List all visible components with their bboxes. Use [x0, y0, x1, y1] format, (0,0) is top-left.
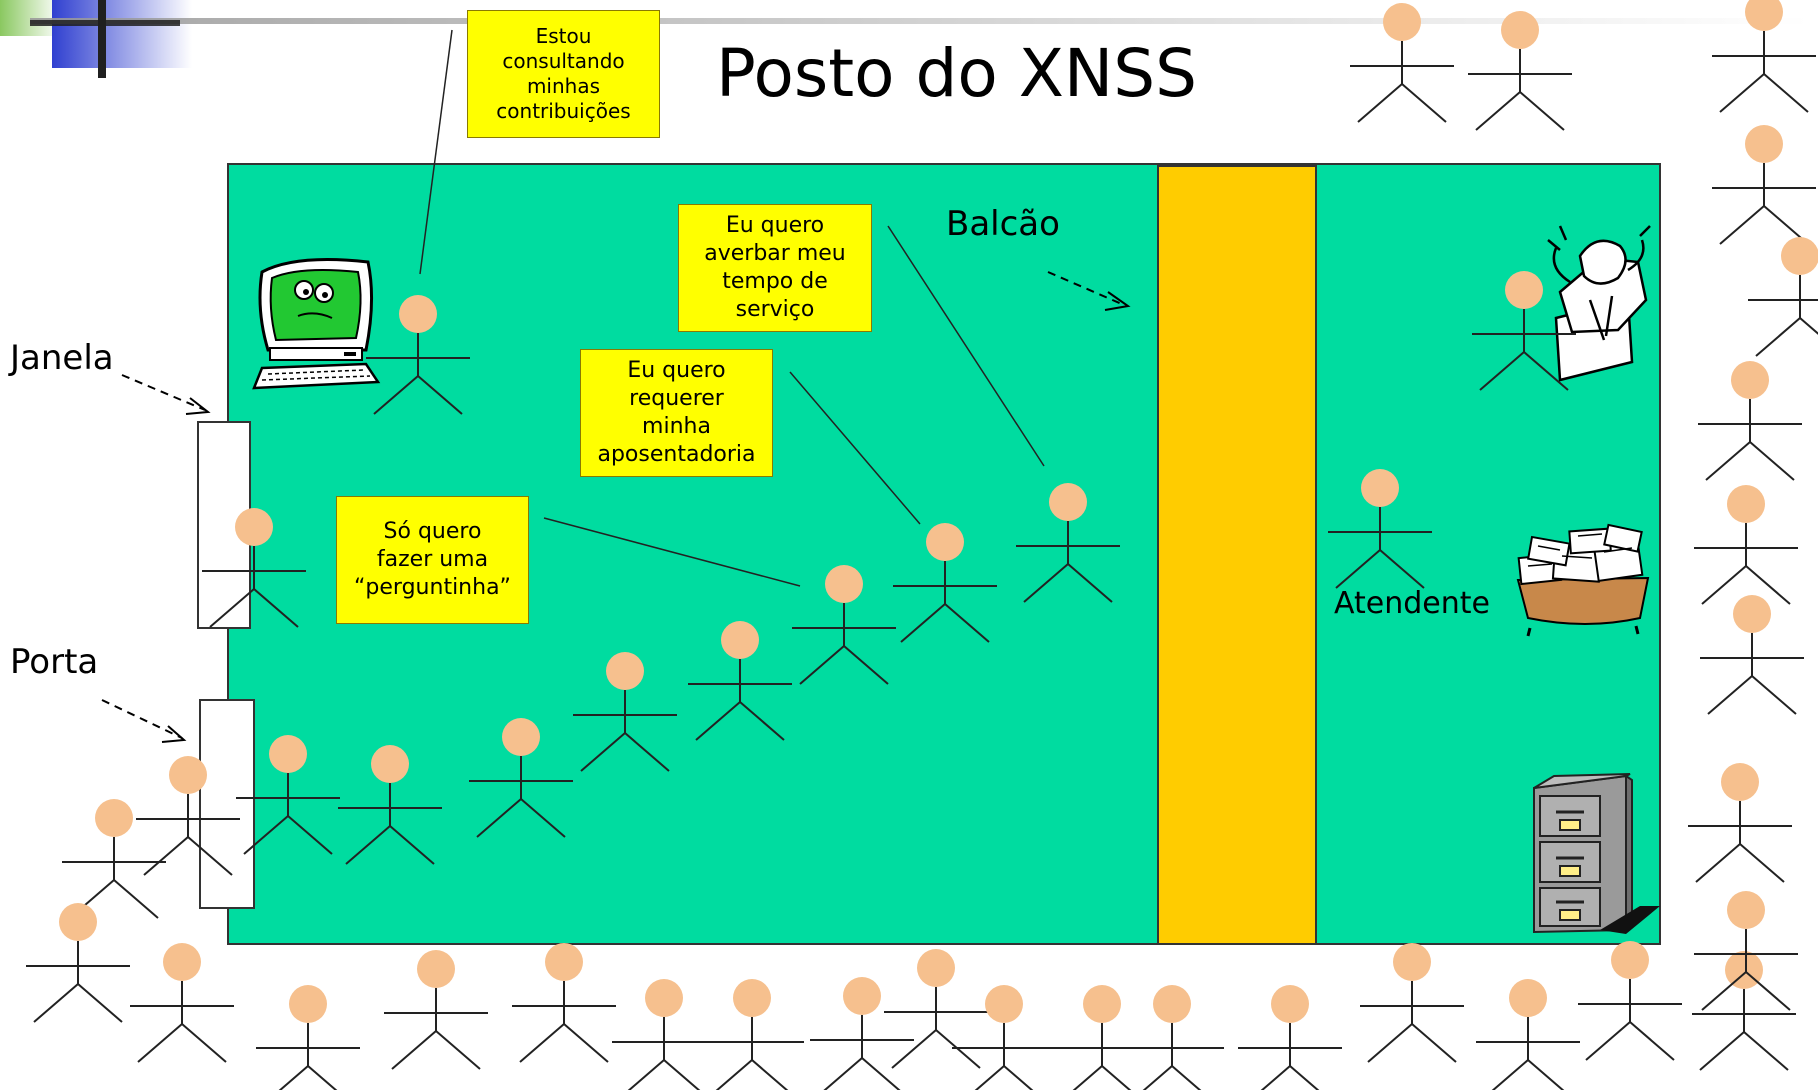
stick-figure	[792, 565, 896, 685]
stick-figure	[1698, 361, 1802, 481]
stick-figure	[1578, 941, 1682, 1061]
page-title: Posto do XNSS	[716, 35, 1198, 112]
bubble-perguntinha: Só quero fazer uma “perguntinha”	[336, 496, 529, 624]
stick-figure	[1712, 0, 1816, 113]
stick-figure	[469, 718, 573, 838]
balcao-arrow	[1047, 271, 1131, 311]
stick-figure	[202, 508, 306, 628]
stick-figure	[1700, 595, 1804, 715]
computer-icon	[252, 258, 381, 390]
label-atendente: Atendente	[1334, 586, 1490, 621]
bubble-consultando: Estou consultando minhas contribuições	[467, 10, 660, 138]
stick-figure	[366, 295, 470, 415]
stick-figure	[1712, 125, 1816, 245]
janela-arrow	[121, 374, 211, 415]
door-porta	[199, 699, 255, 909]
stick-figure	[1050, 985, 1154, 1090]
stick-figure	[1350, 3, 1454, 123]
stick-figure	[893, 523, 997, 643]
stick-figure	[1688, 763, 1792, 883]
stick-figures	[26, 0, 1818, 1090]
stick-figure	[256, 985, 360, 1090]
stick-figure	[384, 950, 488, 1070]
stick-figure	[1472, 271, 1576, 391]
stick-figure	[952, 985, 1056, 1090]
stick-figure	[26, 903, 130, 1023]
stick-figure	[1748, 237, 1818, 357]
stick-figure	[612, 979, 716, 1090]
label-porta: Porta	[10, 642, 99, 682]
stick-figure	[1238, 985, 1342, 1090]
stick-figure	[700, 979, 804, 1090]
stick-figure	[512, 943, 616, 1063]
stick-figure	[1692, 951, 1796, 1071]
stick-figure	[62, 799, 166, 919]
stick-figure	[130, 943, 234, 1063]
label-janela: Janela	[10, 338, 114, 378]
filing-cabinet-icon	[1533, 773, 1660, 934]
paper-pile-icon	[1516, 523, 1650, 637]
stick-figure	[136, 756, 240, 876]
label-balcao: Balcão	[946, 204, 1060, 244]
stick-figure	[1476, 979, 1580, 1090]
stick-figure	[1468, 11, 1572, 131]
stick-figure	[338, 745, 442, 865]
bubble-requerer: Eu quero requerer minha aposentadoria	[580, 349, 773, 477]
stick-figure	[1694, 891, 1798, 1011]
stick-figure	[884, 949, 988, 1069]
stick-figure	[1360, 943, 1464, 1063]
stick-figure	[573, 652, 677, 772]
slide-corner-decoration	[0, 0, 1810, 78]
callout-lines	[419, 29, 1045, 587]
stick-figure	[1328, 469, 1432, 589]
stick-figure	[810, 977, 914, 1090]
porta-arrow	[101, 699, 187, 743]
stick-figure	[1016, 483, 1120, 603]
stressed-worker-icon	[1547, 225, 1651, 382]
bubble-averbar: Eu quero averbar meu tempo de serviço	[678, 204, 872, 332]
counter-balcao	[1157, 165, 1317, 945]
stick-figure	[236, 735, 340, 855]
stick-figure	[1694, 485, 1798, 605]
stick-figure	[688, 621, 792, 741]
stick-figure	[1120, 985, 1224, 1090]
